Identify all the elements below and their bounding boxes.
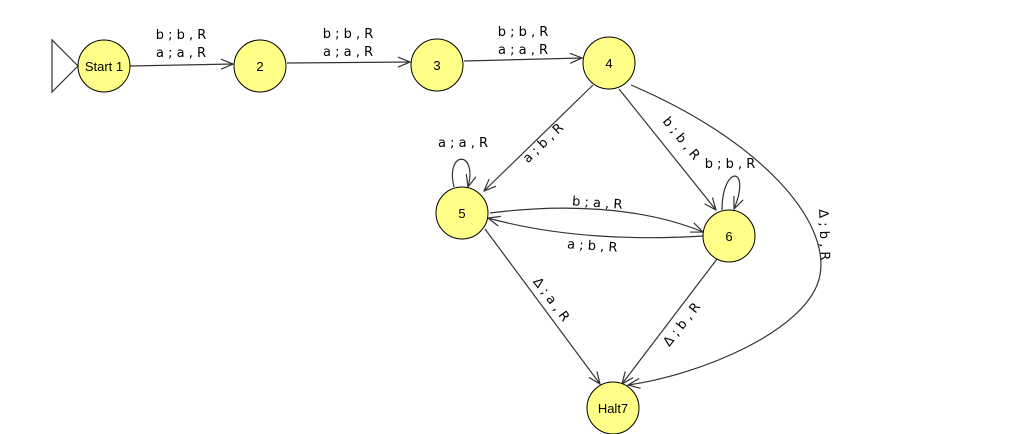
- state-4[interactable]: 4: [582, 36, 636, 90]
- state-label-3: 3: [433, 58, 440, 73]
- state-label-halt-7: Halt7: [598, 401, 628, 416]
- state-3[interactable]: 3: [410, 38, 464, 92]
- label-2-3-line2: a ; a , R: [323, 45, 373, 60]
- label-4-5: a ; b , R: [520, 121, 567, 167]
- edge-6-5[interactable]: [488, 218, 704, 239]
- state-label-start-1: Start 1: [85, 59, 123, 74]
- edge-3-4[interactable]: [463, 58, 582, 61]
- initial-state-marker: [51, 38, 79, 94]
- state-6[interactable]: 6: [702, 209, 756, 263]
- state-2[interactable]: 2: [233, 39, 287, 93]
- state-halt-7[interactable]: Halt7: [586, 381, 640, 434]
- edge-4-7[interactable]: [628, 84, 822, 385]
- edge-6-7[interactable]: [622, 258, 718, 384]
- label-3-4-line1: b ; b , R: [498, 25, 549, 40]
- label-4-6: b ; b , R: [659, 114, 702, 163]
- label-5-5: a ; a , R: [438, 136, 488, 151]
- label-6-5: a ; b , R: [567, 237, 618, 255]
- edge-4-5[interactable]: [484, 84, 594, 191]
- state-label-6: 6: [725, 229, 732, 244]
- state-start-1[interactable]: Start 1: [77, 39, 131, 93]
- transitions: [129, 58, 822, 385]
- edge-4-6[interactable]: [618, 88, 716, 210]
- label-6-6: b ; b , R: [705, 157, 756, 172]
- state-5[interactable]: 5: [435, 186, 489, 240]
- edge-2-3[interactable]: [286, 62, 410, 63]
- edge-1-2[interactable]: [129, 64, 233, 66]
- state-label-2: 2: [256, 59, 263, 74]
- label-2-3-line1: b ; b , R: [323, 27, 374, 42]
- edge-6-6-loop[interactable]: [721, 175, 740, 210]
- label-5-6: b ; a , R: [572, 194, 623, 212]
- edge-5-6[interactable]: [489, 207, 703, 232]
- edge-5-7[interactable]: [484, 228, 600, 384]
- label-1-2-line2: a ; a , R: [156, 46, 206, 61]
- label-4-7: Δ ; b , R: [815, 209, 832, 261]
- edge-5-5-loop[interactable]: [451, 158, 469, 187]
- state-label-4: 4: [605, 56, 612, 71]
- label-3-4-line2: a ; a , R: [498, 43, 548, 58]
- state-label-5: 5: [458, 206, 465, 221]
- label-1-2-line1: b ; b , R: [156, 28, 207, 43]
